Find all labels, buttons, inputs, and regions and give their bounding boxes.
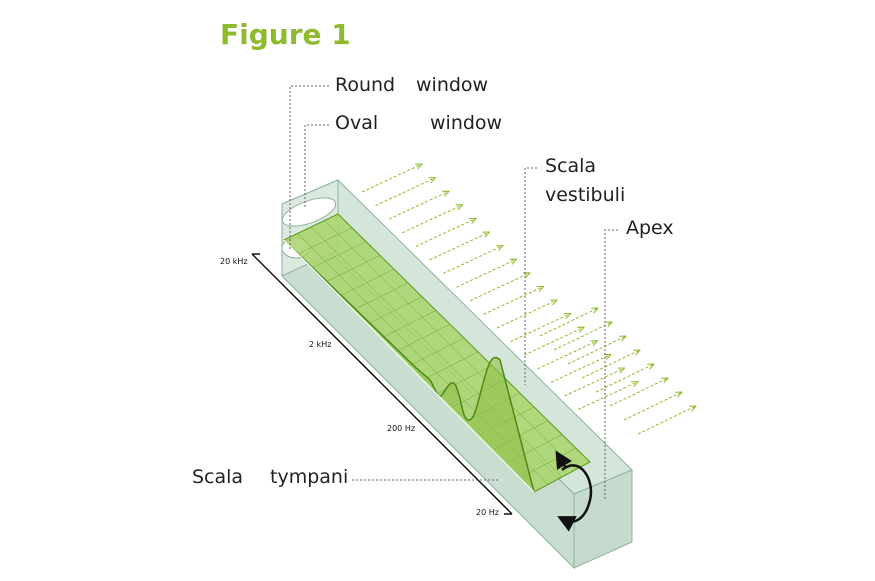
wave-arrow [456,259,517,288]
wave-arrow [375,178,436,207]
leader-oval-window [304,124,329,208]
wave-arrow [415,218,476,247]
wave-arrow [483,286,544,315]
wave-arrow [564,368,625,397]
wave-arrow [523,327,584,356]
tick-20khz: 20 kHz [220,257,248,266]
basilar-membrane [283,213,591,493]
label-oval: Oval [335,112,378,134]
tick-2khz: 2 kHz [309,340,331,349]
duct-end-face [573,469,633,569]
wave-arrow [469,273,530,302]
wave-arrow [388,191,449,220]
wave-arrow [595,364,654,393]
wave-arrow [567,336,626,365]
wave-arrow [550,354,611,383]
wave-arrow [577,382,638,411]
leader-lines [289,85,618,500]
tick-200hz: 200 Hz [387,424,415,433]
wave-arrow [510,314,571,343]
label-round-window: window [416,74,488,96]
label-round: Round [335,74,395,96]
wave-arrow [537,341,598,370]
label-scala-vestibuli-1: Scala [545,155,596,177]
wave-arrow [637,406,696,435]
leader-round-window [289,85,329,250]
wave-arrow [539,308,598,337]
label-oval-window: window [430,112,502,134]
figure-title: Figure 1 [220,18,351,51]
frequency-axis-line [251,253,513,515]
leader-apex [604,229,618,500]
membrane-center-line [283,239,535,493]
wave-arrow [609,378,668,407]
wave-arrow [361,164,422,193]
frequency-axis: 20 kHz 2 kHz 200 Hz 20 Hz [220,253,513,517]
label-scala-vestibuli-2: vestibuli [545,184,625,206]
wave-arrow [581,350,640,379]
label-apex: Apex [626,217,674,239]
membrane-surface [283,213,591,493]
wave-arrow [623,392,682,421]
wave-arrow [429,232,490,261]
label-scala-tympani-2: tympani [270,466,348,488]
wave-arrow [496,300,557,329]
wave-arrow [442,246,503,275]
tick-20hz: 20 Hz [476,508,499,517]
label-scala-tympani-1: Scala [192,466,243,488]
wave-arrow [553,322,612,351]
helicotrema-arrows [555,450,593,532]
wave-arrow [402,205,463,234]
leader-scala-vestibuli [524,167,537,385]
sound-wave-arrows [361,164,696,435]
